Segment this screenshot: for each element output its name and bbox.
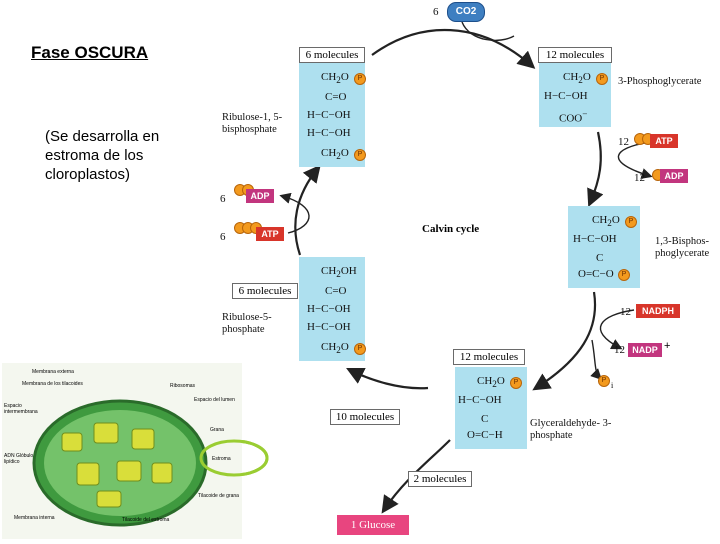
nadp-coef: 12 xyxy=(614,344,625,356)
label-bpg: 1,3-Bisphos- phoglycerate xyxy=(655,236,710,259)
atp-right-coef: 12 xyxy=(618,136,629,148)
nadp-tag: NADP xyxy=(628,343,662,357)
chloroplast-illustration: Membrana externa Membrana de los tilacoi… xyxy=(2,363,242,539)
slide-title: Fase OSCURA xyxy=(31,43,149,62)
chloro-label: Ribosomas xyxy=(170,383,196,389)
nadp-charge: + xyxy=(664,340,671,352)
chloro-label: Espacio intermembrana xyxy=(4,403,38,415)
pi-phosphate-icon: P xyxy=(598,375,610,387)
pga-structure: CH2O H−C−OH COO− P xyxy=(539,63,611,127)
chloro-label: Tilacoide de grana xyxy=(198,493,239,499)
adp-left-tag: ADP xyxy=(246,189,274,203)
ru5p-structure: CH2OH C=O H−C−OH H−C−OH CH2O P xyxy=(299,257,366,361)
chloro-label: Espacio del lumen xyxy=(194,397,235,403)
chloro-label: Estroma xyxy=(212,456,231,462)
bpg-structure: CH2O H−C−OH C O=C−O P P xyxy=(568,206,640,288)
glucose-box: 1 Glucose xyxy=(337,515,409,535)
nadph-coef: 12 xyxy=(620,306,631,318)
atp-left-coef: 6 xyxy=(220,231,226,243)
count-bottom-left: 10 molecules xyxy=(330,409,400,425)
adp-left-coef: 6 xyxy=(220,193,226,205)
count-top-right: 12 molecules xyxy=(538,47,612,63)
label-ru5p: Ribulose-5- phosphate xyxy=(222,312,272,335)
atp-left-tag: ATP xyxy=(256,227,284,241)
count-left: 6 molecules xyxy=(232,283,298,299)
label-g3p: Glyceraldehyde- 3-phosphate xyxy=(530,418,612,441)
calvin-cycle-label: Calvin cycle xyxy=(422,223,480,235)
nadph-tag: NADPH xyxy=(636,304,680,318)
g3p-structure: CH2O H−C−OH C O=C−H P xyxy=(455,367,527,449)
adp-right-coef: 12 xyxy=(634,172,645,184)
label-rubp: Ribulose-1, 5-bisphosphate xyxy=(222,112,283,135)
count-bottom-mid: 12 molecules xyxy=(453,349,525,365)
adp-right-tag: ADP xyxy=(660,169,688,183)
chloro-label: Tilacoide del estroma xyxy=(122,517,170,523)
chloro-label: Membrana de los tilacoides xyxy=(22,381,83,387)
co2-coef: 6 xyxy=(433,6,439,18)
chloro-label: Membrana externa xyxy=(32,369,74,375)
count-top-left: 6 molecules xyxy=(299,47,365,63)
atp-right-tag: ATP xyxy=(650,134,678,148)
pi-subscript: i xyxy=(611,381,614,390)
count-bottom: 2 molecules xyxy=(408,471,472,487)
co2-icon: CO2 xyxy=(447,2,485,22)
rubp-structure: CH2O C=O H−C−OH H−C−OH CH2O P P xyxy=(299,63,366,167)
slide-subtitle: (Se desarrolla en estroma de los cloropl… xyxy=(45,128,160,183)
chloro-label: Grana xyxy=(210,427,224,433)
chloro-label: ADN Glóbulo lipídico xyxy=(4,453,34,465)
label-pga: 3-Phosphoglycerate xyxy=(618,76,702,87)
chloro-label: Membrana interna xyxy=(14,515,55,521)
